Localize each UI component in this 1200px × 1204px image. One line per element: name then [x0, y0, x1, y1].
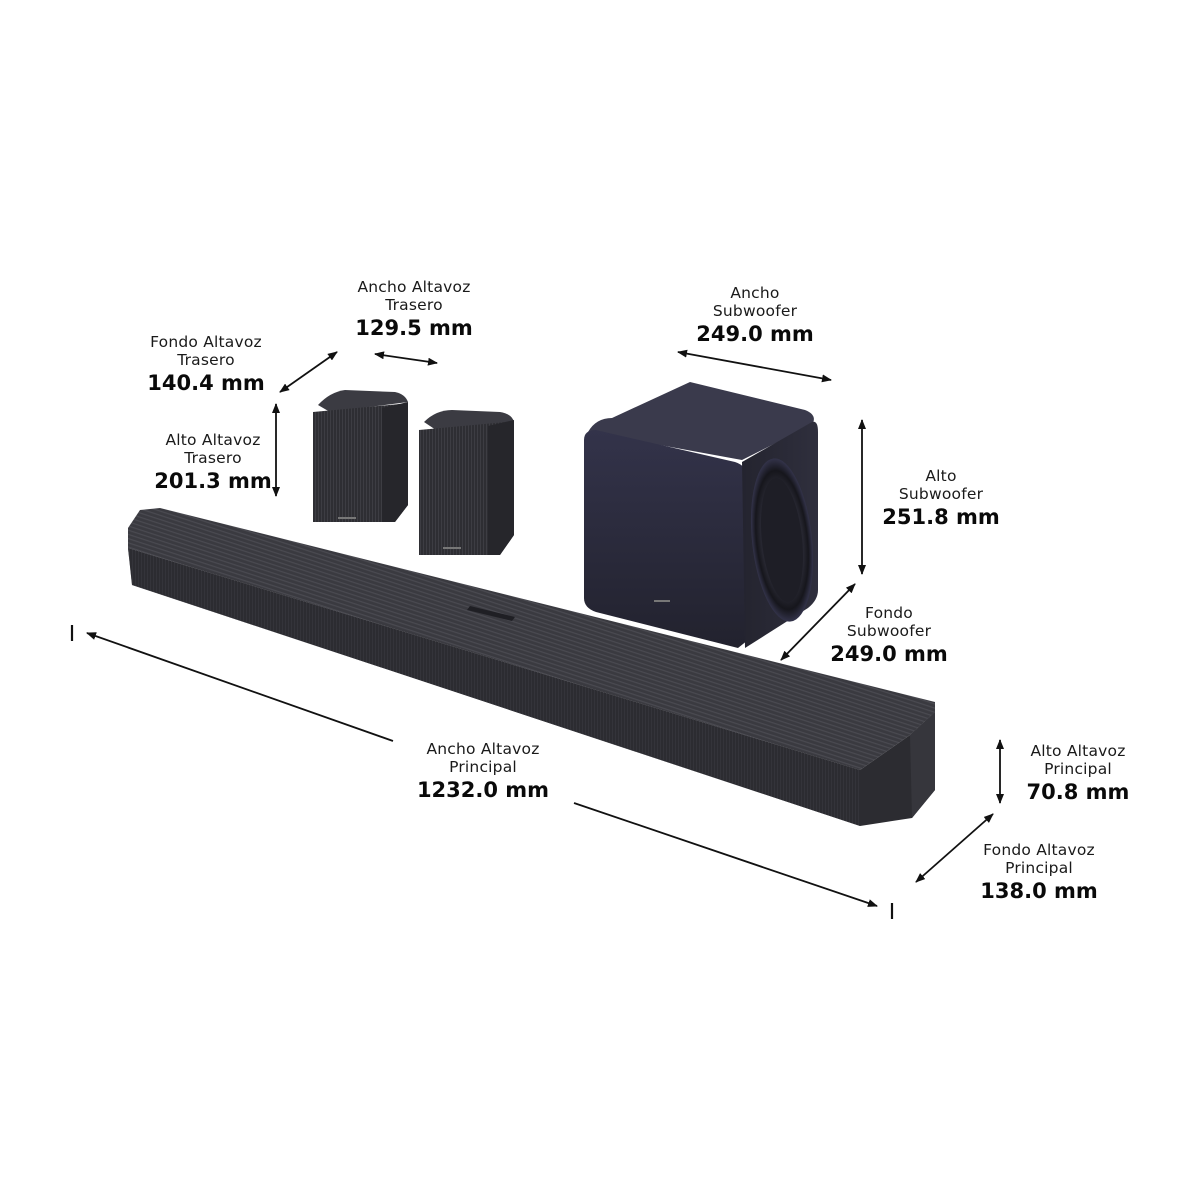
label-name: Fondo Altavoz	[150, 333, 262, 351]
logo-badge	[338, 517, 356, 519]
label-name: Alto	[925, 467, 957, 485]
label-name: Trasero	[385, 295, 443, 314]
label-name: Ancho	[730, 284, 780, 302]
label-name: Subwoofer	[898, 484, 984, 503]
label-name: Principal	[1005, 858, 1073, 877]
rear-speaker-left	[313, 390, 408, 522]
label-rear-height: Alto Altavoz Trasero 201.3 mm	[154, 431, 272, 493]
label-main-depth: Fondo Altavoz Principal 138.0 mm	[980, 841, 1098, 903]
arrow-rear-depth	[279, 351, 338, 393]
label-name: Trasero	[184, 448, 242, 467]
label-value: 249.0 mm	[696, 321, 814, 346]
arrow-sub-width	[677, 349, 832, 383]
label-name: Principal	[1044, 759, 1112, 778]
label-name: Trasero	[177, 350, 235, 369]
label-value: 129.5 mm	[355, 315, 473, 340]
label-value: 138.0 mm	[980, 878, 1098, 903]
label-value: 249.0 mm	[830, 641, 948, 666]
label-value: 140.4 mm	[147, 370, 265, 395]
label-rear-width: Ancho Altavoz Trasero 129.5 mm	[355, 278, 473, 340]
label-name: Fondo Altavoz	[983, 841, 1095, 859]
label-main-width: Ancho Altavoz Principal 1232.0 mm	[416, 740, 550, 802]
label-sub-width: Ancho Subwoofer 249.0 mm	[696, 284, 814, 346]
arrow-sub-depth	[780, 583, 856, 661]
control-strip	[467, 606, 515, 621]
arrow-main-depth	[915, 813, 994, 883]
main-soundbar	[128, 508, 935, 826]
label-value: 251.8 mm	[882, 504, 1000, 529]
label-name: Subwoofer	[846, 621, 932, 640]
label-main-height: Alto Altavoz Principal 70.8 mm	[1026, 742, 1130, 804]
label-value: 70.8 mm	[1026, 779, 1130, 804]
label-sub-depth: Fondo Subwoofer 249.0 mm	[830, 604, 948, 666]
subwoofer	[584, 382, 818, 648]
logo-badge	[654, 600, 670, 602]
label-value: 201.3 mm	[154, 468, 272, 493]
dimension-arrows	[86, 349, 1004, 907]
label-sub-height: Alto Subwoofer 251.8 mm	[882, 467, 1000, 529]
label-value: 1232.0 mm	[416, 777, 550, 802]
arrow-rear-width	[374, 351, 438, 366]
label-name: Ancho Altavoz	[426, 740, 540, 758]
label-name: Alto Altavoz	[1030, 742, 1126, 760]
logo-badge	[443, 547, 461, 549]
rear-speaker-right	[419, 410, 514, 555]
label-name: Fondo	[865, 604, 913, 622]
arrow-main-width-right	[573, 802, 878, 907]
label-rear-depth: Fondo Altavoz Trasero 140.4 mm	[147, 333, 265, 395]
label-name: Principal	[449, 757, 517, 776]
label-name: Ancho Altavoz	[357, 278, 471, 296]
arrow-main-width-left	[86, 632, 394, 742]
label-name: Subwoofer	[712, 301, 798, 320]
label-name: Alto Altavoz	[165, 431, 261, 449]
